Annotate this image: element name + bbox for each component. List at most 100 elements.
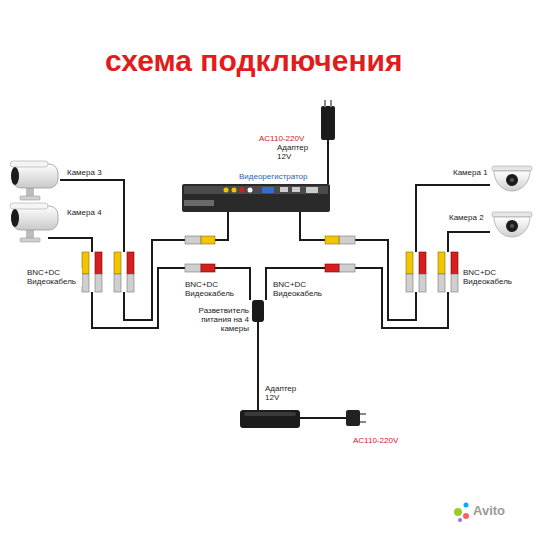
dvr-recorder-part [232, 188, 237, 193]
dvr-recorder-part [262, 187, 274, 193]
bullet-camera-part [10, 203, 48, 209]
bnc-dc-connector-part [325, 236, 339, 244]
cable-part [266, 268, 325, 300]
adapter-label: Адаптер 12V [276, 143, 318, 161]
bnc-dc-connector [185, 236, 355, 272]
dome-camera-part [494, 171, 530, 191]
bullet-camera-part [11, 209, 19, 227]
dome-camera-part [492, 212, 532, 217]
dvr-recorder-part [184, 200, 214, 206]
bnc-dc-connector-part [419, 252, 426, 274]
cable-label: BNC+DC Видеокабель [462, 268, 518, 286]
bullet-camera-part [11, 167, 19, 185]
bnc-dc-connector-part [95, 252, 102, 274]
cable-part [416, 185, 490, 252]
dvr-recorder-part [248, 188, 253, 193]
dome-camera-part [510, 224, 514, 228]
bnc-dc-connector-part [127, 252, 134, 274]
power-adapter-part [240, 410, 300, 428]
bnc-dc-connector [82, 252, 458, 292]
power-splitter-part [252, 300, 264, 322]
power-adapter-part [360, 421, 366, 423]
cable-part [257, 322, 259, 410]
supply-voltage: AC110-220V [258, 134, 305, 143]
cable-part [215, 212, 228, 240]
device-label: Видеорегистратор [238, 172, 309, 181]
dome-camera [492, 212, 532, 237]
bullet-camera-part [20, 238, 40, 242]
bnc-dc-connector-part [325, 264, 339, 272]
watermark-logo-part [463, 513, 469, 519]
cable-label: BNC+DC Видеокабель [272, 280, 324, 298]
watermark-logo [454, 503, 469, 523]
diagram-title: схема подключения [105, 44, 403, 77]
dome-camera [492, 166, 532, 191]
cable-part [448, 232, 490, 252]
dvr-recorder-part [292, 187, 300, 192]
bnc-dc-connector-part [339, 264, 355, 272]
power-adapter-part [330, 100, 332, 107]
cable-part [327, 140, 329, 184]
cable-label: BNC+DC Видеокабель [26, 268, 82, 286]
bnc-dc-connector-part [114, 274, 121, 292]
watermark-logo-part [464, 503, 469, 508]
dvr-recorder-part [182, 184, 330, 212]
power-splitter [252, 300, 264, 322]
bnc-dc-connector-part [127, 274, 134, 292]
bnc-dc-connector-part [339, 236, 355, 244]
bnc-dc-connector-part [438, 252, 445, 274]
power-adapter-part [360, 413, 366, 415]
bnc-dc-connector-part [185, 236, 201, 244]
bullet-camera-part [12, 164, 58, 188]
power-adapter-part [244, 412, 296, 416]
cable-part [300, 212, 325, 240]
power-adapter [240, 410, 366, 428]
cable-part [355, 240, 416, 320]
dome-camera-part [494, 217, 530, 237]
bnc-dc-connector-part [95, 274, 102, 292]
supply-voltage: AC110-220V [352, 436, 399, 445]
bnc-dc-connector-part [406, 274, 413, 292]
splitter-label: Разветвитель питания на 4 камеры [188, 306, 250, 334]
dome-camera-part [492, 166, 532, 171]
bnc-dc-connector-part [438, 274, 445, 292]
cable-part [124, 240, 185, 320]
bnc-dc-connector-part [451, 274, 458, 292]
cable-label: BNC+DC Видеокабель [184, 280, 240, 298]
bullet-camera-part [20, 196, 40, 200]
camera-label: Камера 2 [448, 213, 485, 222]
power-adapter-part [346, 410, 360, 426]
power-adapter [321, 100, 335, 140]
bnc-dc-connector-part [185, 264, 201, 272]
dome-camera-part [506, 174, 518, 186]
dvr-recorder-part [184, 186, 328, 194]
watermark-logo-part [458, 518, 462, 522]
bnc-dc-connector-part [82, 274, 89, 292]
cable [48, 140, 490, 418]
power-adapter-part [321, 106, 335, 140]
bnc-dc-connector-part [451, 252, 458, 274]
bnc-dc-connector-part [201, 236, 215, 244]
bnc-dc-connector-part [114, 252, 121, 274]
bullet-camera [10, 161, 58, 200]
bnc-dc-connector-part [419, 274, 426, 292]
dvr-recorder [182, 184, 330, 212]
watermark-logo-part [454, 508, 462, 516]
camera-label: Камера 3 [66, 168, 103, 177]
dvr-recorder-part [224, 188, 229, 193]
dvr-recorder-part [240, 188, 245, 193]
bnc-dc-connector-part [82, 252, 89, 274]
bullet-camera-part [12, 206, 58, 230]
bullet-camera [10, 203, 58, 242]
cable-part [92, 268, 185, 328]
dome-camera-part [506, 220, 518, 232]
dvr-recorder-part [280, 187, 288, 192]
cable-part [300, 417, 346, 419]
camera-label: Камера 4 [66, 208, 103, 217]
dome-camera-part [510, 178, 514, 182]
bullet-camera-part [10, 161, 48, 167]
camera-label: Камера 1 [452, 168, 489, 177]
adapter-label: Адаптер 12V [264, 384, 304, 402]
cable-part [355, 268, 448, 328]
